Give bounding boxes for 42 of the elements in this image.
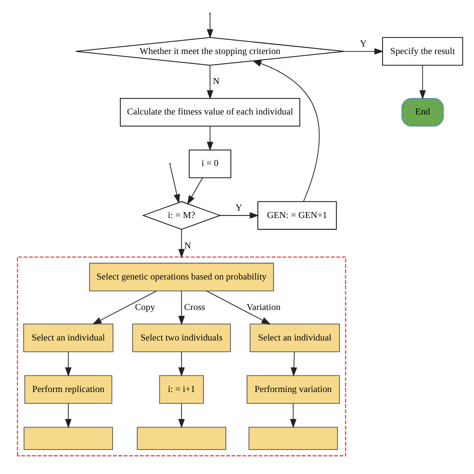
arrow [206, 64, 214, 99]
node-box [136, 426, 226, 450]
node-box: Select an individual [250, 323, 340, 352]
edge-label: Variation [246, 301, 281, 312]
arrow [290, 350, 298, 376]
arrow [206, 125, 214, 150]
edge-label: Cross [184, 301, 206, 312]
node-box: Calculate the fitness value of each individual [120, 97, 300, 126]
edge-label: N [212, 76, 220, 86]
arrow [178, 350, 185, 376]
node-diamond: i: = M? [142, 200, 221, 230]
edge-label: Y [235, 202, 242, 212]
arrow [170, 164, 180, 204]
arrow [290, 402, 296, 428]
arrow [187, 176, 203, 204]
cluster [16, 256, 346, 456]
edge-label: N [184, 240, 192, 250]
node-box: i = 0 [188, 149, 232, 178]
arrow [178, 402, 185, 428]
arrow [419, 64, 426, 99]
arrow [344, 48, 384, 54]
arrow [220, 212, 259, 218]
edge-label: Copy [134, 301, 155, 312]
arrow [206, 290, 271, 324]
node-box: GEN: = GEN+1 [257, 200, 337, 230]
node-box: Select two individuals [132, 323, 231, 352]
arrow [65, 350, 72, 376]
edge-label: Y [360, 38, 367, 48]
node-box [24, 426, 113, 450]
node-box: Perform replication [24, 374, 112, 404]
node-box: Performing variation [246, 374, 340, 404]
node-box: Specify the result [382, 36, 464, 66]
node-box: End [401, 97, 444, 126]
node-box: Select an individual [23, 323, 114, 352]
arrow [178, 290, 185, 325]
node-box: i: = i+1 [159, 374, 204, 404]
node-box: Select genetic operations based on probability [89, 262, 274, 291]
arrow [252, 60, 320, 202]
arrow [178, 228, 185, 258]
node-box [248, 426, 338, 450]
arrow [65, 402, 72, 428]
arrow [92, 290, 157, 324]
